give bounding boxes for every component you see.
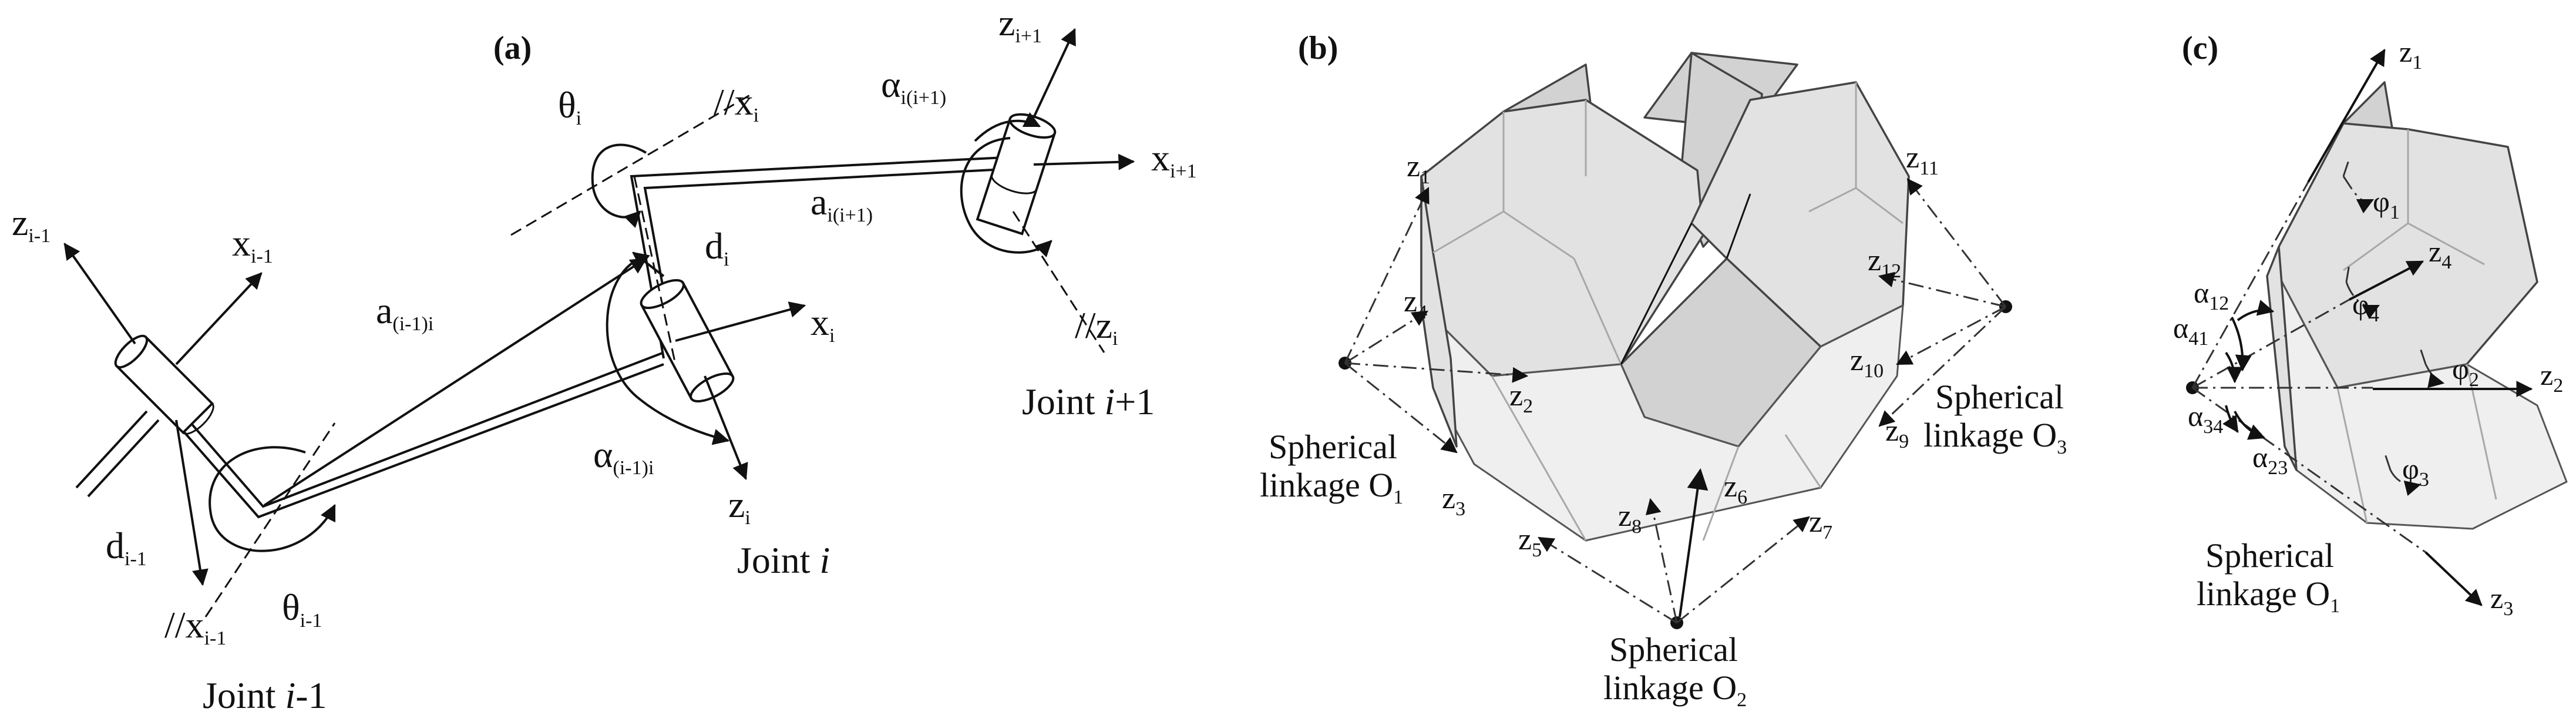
svg-text:φ1: φ1 (2373, 185, 2400, 223)
angle-alpha-next (960, 137, 1052, 258)
label-joint-next: Joint i+1 (1022, 381, 1155, 422)
label-O3: Spherical (1935, 378, 2064, 416)
panel-a-label: (a) (493, 30, 532, 66)
dim-a-link (263, 257, 647, 506)
svg-text:ai(i+1): ai(i+1) (811, 181, 873, 226)
svg-text:z8: z8 (1618, 499, 1642, 538)
svg-text:xi: xi (811, 301, 835, 347)
dim-d-im1 (175, 419, 208, 586)
label-joint-cur: Joint i (737, 539, 830, 581)
axis-z-i (704, 375, 748, 481)
svg-text:xi+1: xi+1 (1151, 137, 1197, 182)
svg-text:z12: z12 (1868, 244, 1901, 282)
cylinder-joint-im1 (114, 334, 214, 435)
svg-text:z4: z4 (2429, 235, 2451, 273)
panel-c-label: (c) (2182, 30, 2218, 66)
svg-text:φ4: φ4 (2352, 288, 2379, 326)
svg-text:zi: zi (728, 484, 751, 529)
svg-text:linkage O2: linkage O2 (1603, 669, 1747, 711)
svg-text:di-1: di-1 (106, 525, 147, 570)
svg-text:z9: z9 (1885, 414, 1909, 452)
svg-text:θi: θi (558, 84, 581, 129)
svg-text:θi-1: θi-1 (282, 586, 322, 632)
angle-alpha-link (606, 257, 730, 445)
cylinder-joint-i (640, 279, 735, 402)
parallel-x-im1 (204, 422, 336, 617)
svg-text:φ2: φ2 (2452, 353, 2479, 391)
svg-text:α41: α41 (2173, 311, 2208, 350)
link-lower (175, 363, 664, 519)
svg-text:α34: α34 (2188, 400, 2223, 438)
svg-text:linkage O3: linkage O3 (1923, 416, 2067, 458)
svg-text:z1: z1 (2399, 35, 2422, 73)
parallel-x-i (510, 93, 752, 236)
svg-text:z3: z3 (1442, 482, 1465, 520)
svg-text:φ3: φ3 (2402, 452, 2429, 491)
angle-theta-im1 (208, 446, 336, 552)
panel-a: (a) (12, 2, 1197, 716)
svg-text:zi+1: zi+1 (998, 2, 1042, 47)
svg-text:z5: z5 (1518, 523, 1542, 561)
svg-text:di: di (705, 225, 729, 270)
axis-x-im1 (175, 272, 263, 365)
axis-x-ip1 (1033, 153, 1135, 170)
angle-theta-i (591, 143, 647, 229)
svg-text://xi: //xi (714, 81, 759, 126)
svg-text:z2: z2 (2540, 358, 2563, 397)
panel-b: (b) z1 z (1260, 30, 2067, 711)
label-O1: Spherical (1269, 428, 1397, 466)
svg-text:z6: z6 (1724, 470, 1747, 508)
svg-text:αi(i+1): αi(i+1) (881, 63, 946, 109)
svg-text:z11: z11 (1906, 141, 1939, 179)
svg-text://xi-1: //xi-1 (164, 604, 226, 649)
svg-text://zi: //zi (1075, 304, 1118, 350)
svg-text:z4: z4 (1404, 285, 1427, 323)
svg-text:α23: α23 (2252, 441, 2288, 479)
panel-b-label: (b) (1298, 30, 1338, 66)
axis-z-ip1 (1033, 28, 1076, 118)
axis-x-i (675, 301, 806, 342)
svg-text:z1: z1 (1407, 150, 1430, 188)
polyhedron-c-lower (2278, 275, 2568, 530)
dim-d-i (632, 251, 665, 277)
svg-text:α(i-1)i: α(i-1)i (593, 434, 654, 479)
svg-text:linkage O1: linkage O1 (2197, 575, 2340, 617)
svg-text:xi-1: xi-1 (232, 222, 273, 267)
label-joint-prev: Joint i-1 (203, 674, 327, 716)
svg-text:linkage O1: linkage O1 (1260, 466, 1403, 508)
svg-text:z2: z2 (1509, 379, 1533, 417)
svg-text:zi-1: zi-1 (12, 202, 51, 247)
axis-z-im1 (63, 243, 136, 345)
parallel-z-i (1012, 211, 1105, 353)
svg-text:z3: z3 (2490, 582, 2513, 620)
svg-text:z10: z10 (1850, 344, 1884, 382)
svg-text:z7: z7 (1809, 505, 1832, 543)
label-O2: Spherical (1609, 630, 1738, 669)
svg-text:a(i-1)i: a(i-1)i (376, 290, 433, 335)
label-O1-c: Spherical (2205, 536, 2334, 575)
svg-text:α12: α12 (2194, 276, 2229, 314)
panel-c: (c) z1 z2 z3 z (2173, 30, 2568, 620)
